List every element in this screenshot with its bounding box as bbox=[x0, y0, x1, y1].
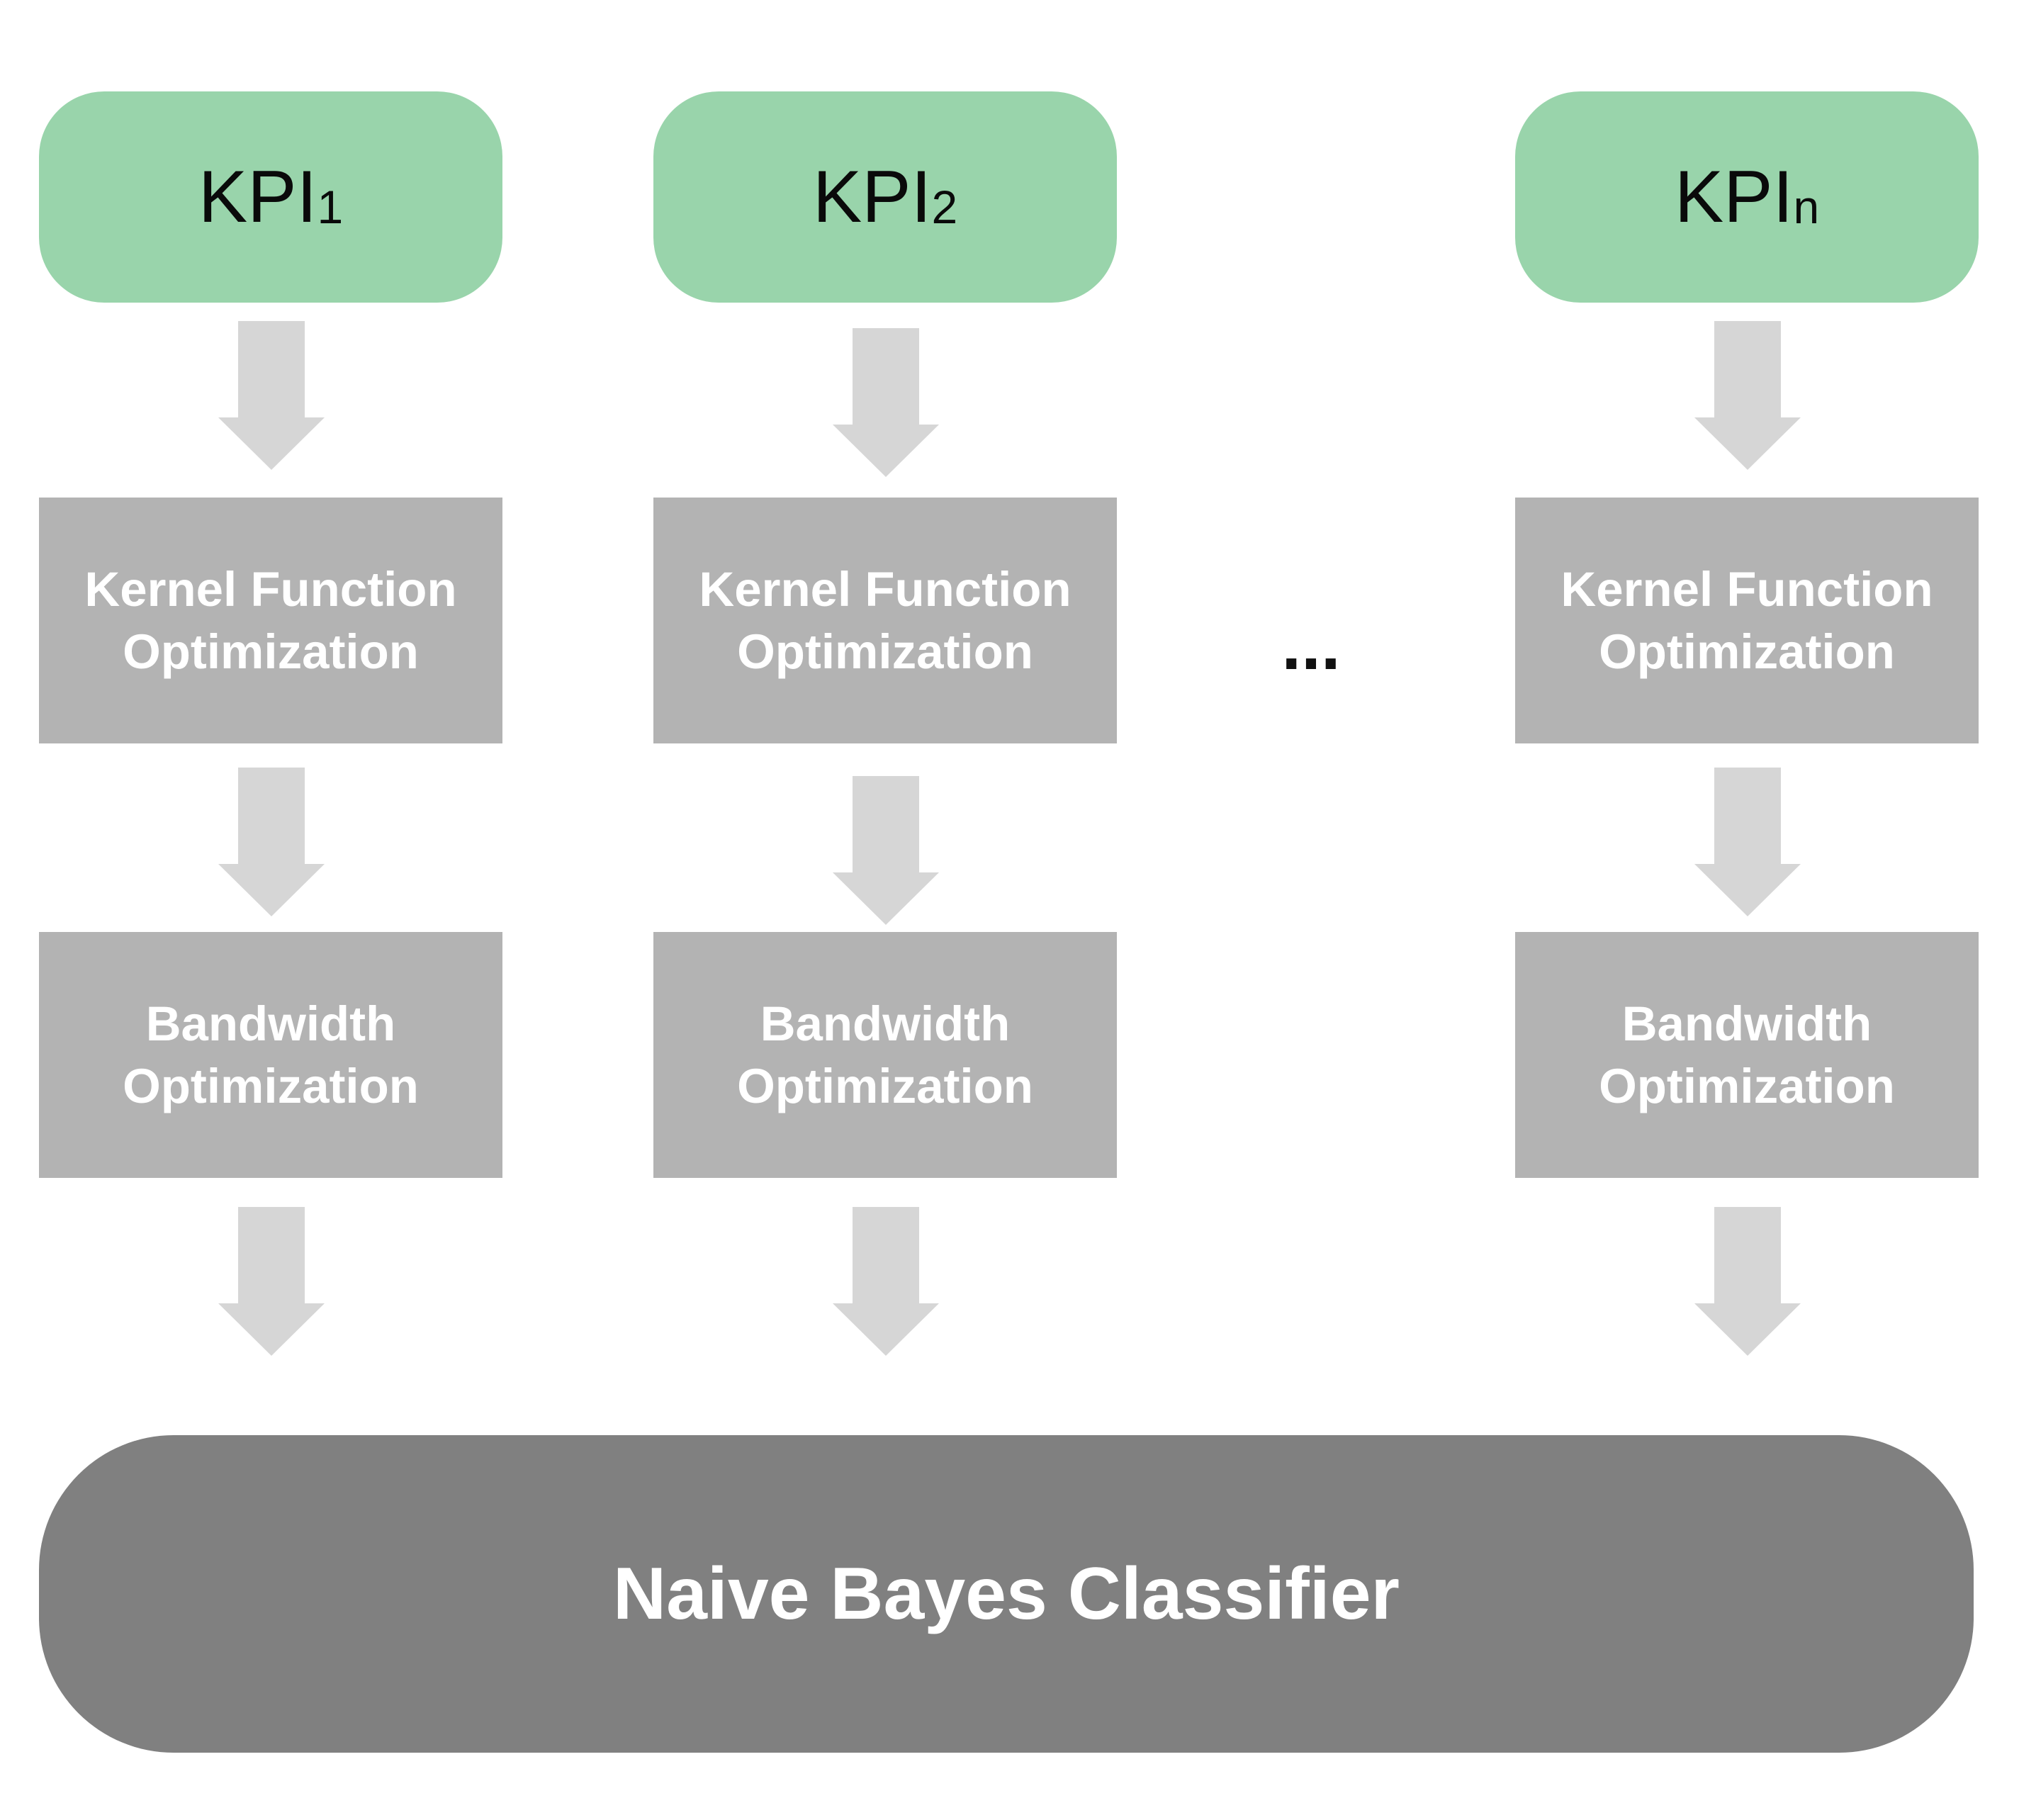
kernel-1-line1: Kernel Function bbox=[84, 561, 457, 617]
kpi-2-label: KPI bbox=[812, 155, 932, 238]
kpi-n-subscript: n bbox=[1793, 181, 1820, 233]
kernel-n-line1: Kernel Function bbox=[1560, 561, 1933, 617]
bandwidth-2-line2: Optimization bbox=[737, 1058, 1033, 1113]
arrow-kernel-2-to-bandwidth bbox=[833, 776, 939, 925]
bandwidth-n-line2: Optimization bbox=[1599, 1058, 1895, 1113]
arrow-bandwidth-n-to-classifier bbox=[1694, 1207, 1801, 1356]
arrow-bandwidth-2-to-classifier bbox=[833, 1207, 939, 1356]
naive-bayes-classifier-box: Naive Bayes Classifier bbox=[39, 1435, 1974, 1753]
bandwidth-1-line2: Optimization bbox=[123, 1058, 419, 1113]
kpi-2-subscript: 2 bbox=[931, 181, 958, 233]
arrow-kernel-n-to-bandwidth bbox=[1694, 768, 1801, 916]
ellipsis-more-kpis: ... bbox=[1281, 605, 1341, 685]
kernel-2-line1: Kernel Function bbox=[699, 561, 1072, 617]
kernel-function-optimization-box-n: Kernel Function Optimization bbox=[1515, 498, 1979, 743]
kernel-function-optimization-box-2: Kernel Function Optimization bbox=[653, 498, 1117, 743]
arrow-kernel-1-to-bandwidth bbox=[218, 768, 325, 916]
kernel-2-line2: Optimization bbox=[737, 624, 1033, 679]
bandwidth-n-line1: Bandwidth bbox=[1621, 996, 1872, 1051]
arrow-kpi-n-to-kernel bbox=[1694, 321, 1801, 470]
bandwidth-optimization-box-2: Bandwidth Optimization bbox=[653, 932, 1117, 1178]
arrow-kpi-1-to-kernel bbox=[218, 321, 325, 470]
arrow-bandwidth-1-to-classifier bbox=[218, 1207, 325, 1356]
bandwidth-optimization-box-n: Bandwidth Optimization bbox=[1515, 932, 1979, 1178]
bandwidth-optimization-box-1: Bandwidth Optimization bbox=[39, 932, 502, 1178]
kpi-1-subscript: 1 bbox=[317, 181, 344, 233]
arrow-kpi-2-to-kernel bbox=[833, 328, 939, 477]
bandwidth-1-line1: Bandwidth bbox=[145, 996, 396, 1051]
kpi-1-label: KPI bbox=[198, 155, 317, 238]
classifier-label: Naive Bayes Classifier bbox=[612, 1552, 1400, 1635]
bandwidth-2-line1: Bandwidth bbox=[760, 996, 1011, 1051]
kernel-1-line2: Optimization bbox=[123, 624, 419, 679]
kernel-function-optimization-box-1: Kernel Function Optimization bbox=[39, 498, 502, 743]
kpi-n-label: KPI bbox=[1674, 155, 1794, 238]
kernel-n-line2: Optimization bbox=[1599, 624, 1895, 679]
